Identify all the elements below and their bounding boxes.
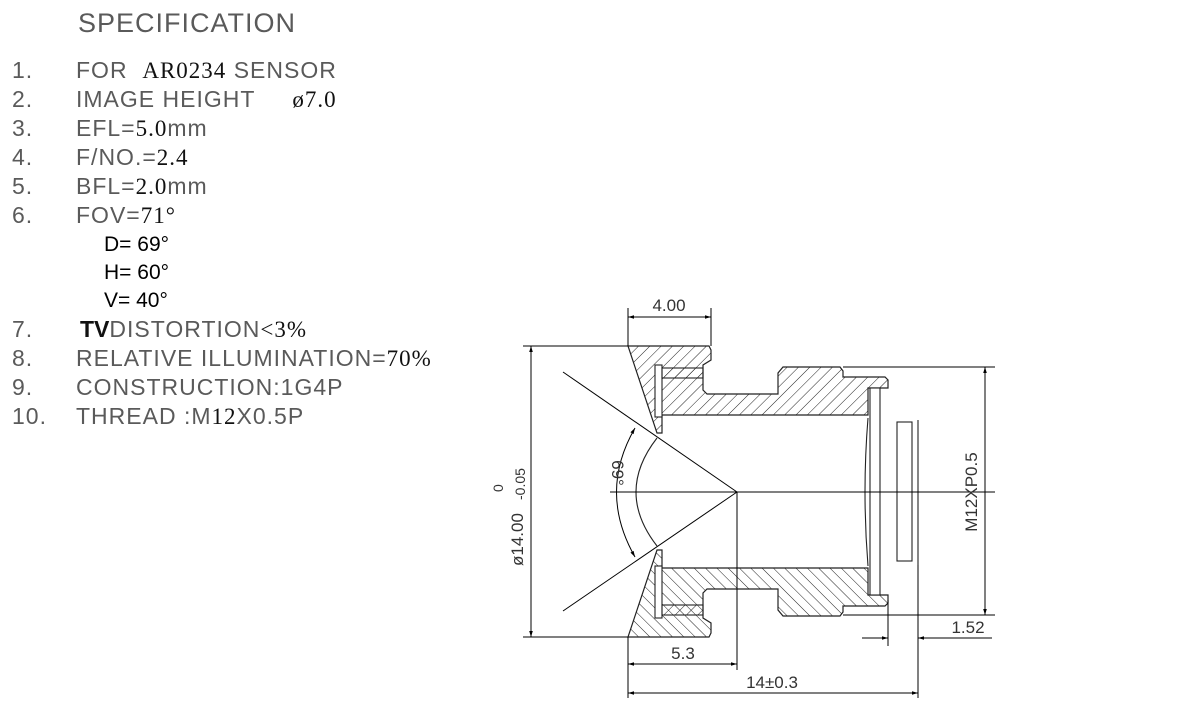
item-value: 70%: [386, 346, 432, 371]
item-label: IMAGE HEIGHT: [76, 86, 256, 112]
dim-diameter-label: ø14.00: [508, 513, 527, 566]
angle-arc: [616, 427, 636, 558]
item-label: FOV=: [76, 202, 141, 228]
spacer-bottom: [661, 604, 704, 616]
item-number: 9.: [12, 374, 34, 400]
dim-front-label: 5.3: [671, 644, 695, 663]
item-value: <3%: [260, 317, 308, 342]
spec-item-illumination: 8. RELATIVE ILLUMINATION=70%: [0, 345, 480, 371]
item-label: TV: [80, 316, 110, 342]
retainer-bottom: [654, 565, 663, 619]
fov-vertical: V= 40°: [104, 289, 168, 312]
item-number: 4.: [12, 144, 34, 170]
item-number: 8.: [12, 345, 34, 371]
fov-ray-top: [562, 371, 738, 493]
item-value: 71°: [140, 203, 176, 228]
dim-thread-label: M12XP0.5: [962, 452, 981, 531]
item-number: 1.: [12, 57, 34, 83]
spec-item-thread: 10. THREAD :M12X0.5P: [0, 403, 480, 429]
item-label: RELATIVE ILLUMINATION=: [76, 345, 387, 371]
item-unit: mm: [167, 115, 208, 141]
item-value: AR0234: [142, 58, 227, 83]
fov-ray-bottom: [562, 491, 738, 612]
spec-item-sensor: 1. FOR AR0234 SENSOR: [0, 57, 480, 83]
item-label: SENSOR: [233, 57, 337, 83]
item-value: ø7.0: [292, 87, 337, 112]
item-number: 5.: [12, 173, 34, 199]
dim-diameter-upper-tol: 0: [490, 484, 506, 492]
dim-total-label: 14±0.3: [746, 673, 798, 692]
dim-diameter-lower-tol: -0.05: [512, 468, 528, 500]
construction-lines: [523, 308, 995, 698]
barrel-bottom-half: [627, 549, 889, 638]
dim-bfl-label: 1.52: [951, 618, 984, 637]
spec-item-image-height: 2. IMAGE HEIGHT ø7.0: [0, 86, 480, 112]
item-number: 10.: [12, 403, 47, 429]
dim-angle-label: 69°: [608, 460, 627, 486]
retainer-top: [654, 364, 663, 418]
item-label: DISTORTION: [109, 316, 261, 342]
item-number: 7.: [12, 316, 34, 342]
item-value: 5.0: [135, 116, 168, 141]
dim-flange-label: 4.00: [652, 296, 685, 315]
item-number: 2.: [12, 86, 34, 112]
spec-item-fov: 6. FOV=71°: [0, 202, 480, 228]
item-value: 2.4: [156, 145, 189, 170]
item-label: BFL=: [76, 173, 136, 199]
spec-item-fno: 4. F/NO.=2.4: [0, 144, 480, 170]
spacer-top: [661, 367, 704, 379]
spec-item-bfl: 5. BFL=2.0mm: [0, 173, 480, 199]
item-unit: mm: [167, 173, 208, 199]
item-label: EFL=: [76, 115, 136, 141]
item-label: X0.5P: [236, 403, 305, 429]
item-label: F/NO.=: [76, 144, 157, 170]
item-label: CONSTRUCTION:1G4P: [76, 374, 344, 400]
spec-item-efl: 3. EFL=5.0mm: [0, 115, 480, 141]
barrel-top-half: [627, 345, 889, 434]
spec-title: SPECIFICATION: [78, 8, 297, 38]
fov-horizontal: H= 60°: [104, 261, 170, 284]
item-label: THREAD :M: [76, 403, 212, 429]
item-label: FOR: [76, 57, 128, 83]
item-value: 2.0: [135, 174, 168, 199]
spec-item-distortion: 7. TVDISTORTION<3%: [0, 316, 480, 342]
item-number: 6.: [12, 202, 34, 228]
item-value: 12: [211, 404, 237, 429]
fov-diagonal: D= 69°: [104, 233, 170, 256]
item-number: 3.: [12, 115, 34, 141]
spec-item-construction: 9. CONSTRUCTION:1G4P: [0, 375, 480, 399]
